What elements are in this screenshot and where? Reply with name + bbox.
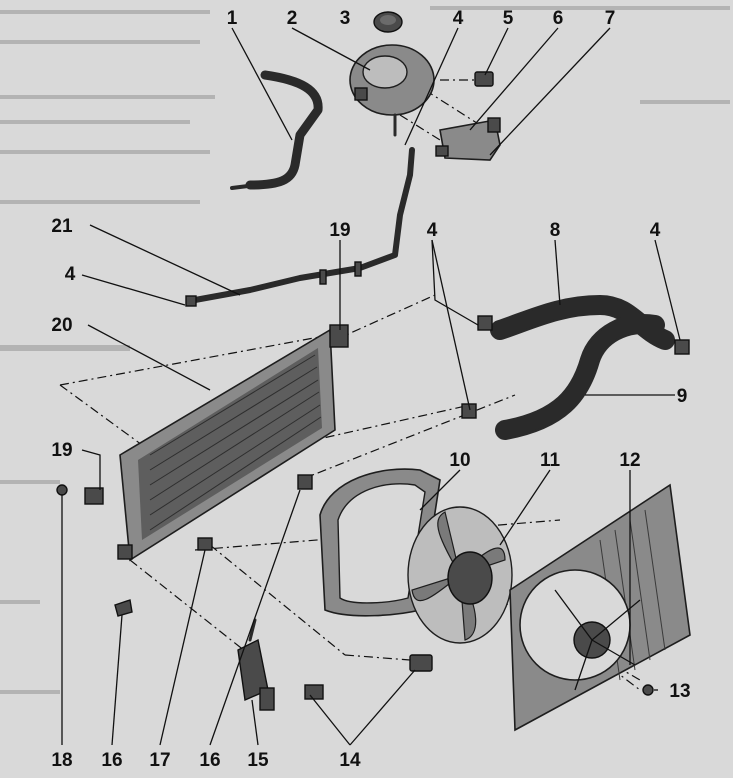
callout-15: 15: [247, 750, 269, 771]
leader-lines: [61, 27, 681, 746]
callout-labels: 1 2 3 4 5 6 7 19 21 4 4 8 4 20 9 19 10 1…: [51, 8, 690, 771]
callout-21: 21: [51, 216, 73, 237]
callout-17: 17: [149, 750, 170, 771]
callout-4-middle: 4: [427, 220, 438, 241]
level-sensor-5: [474, 71, 494, 87]
bracket-6-7: [435, 117, 501, 161]
callout-9: 9: [677, 386, 688, 407]
callout-14: 14: [339, 750, 361, 771]
radiator-20: [84, 324, 349, 562]
callout-5: 5: [503, 8, 514, 29]
callout-16-right: 16: [199, 750, 220, 771]
connector-14: [409, 654, 433, 672]
callout-10: 10: [449, 450, 470, 471]
connector-15: [237, 618, 324, 711]
callout-2: 2: [287, 8, 298, 29]
callout-11: 11: [540, 450, 561, 471]
callout-6: 6: [553, 8, 564, 29]
nut-13: [642, 684, 654, 696]
upper-hose-1: [230, 70, 323, 190]
overflow-hose-21: [185, 147, 415, 307]
callout-12: 12: [619, 450, 640, 471]
callout-1: 1: [227, 8, 238, 29]
callout-4-left: 4: [65, 264, 76, 285]
background-page-text: [0, 6, 730, 694]
expansion-tank-2: [349, 44, 435, 137]
callout-8: 8: [550, 220, 561, 241]
callout-4-top: 4: [453, 8, 464, 29]
callout-13: 13: [669, 681, 690, 702]
callout-19-upper: 19: [329, 220, 350, 241]
callout-19-lower: 19: [51, 440, 72, 461]
callout-18: 18: [51, 750, 72, 771]
callout-3: 3: [340, 8, 351, 29]
fan-frame-12: [509, 483, 691, 732]
fan-11: [407, 506, 513, 644]
small-parts-16-17-18: [56, 484, 133, 617]
radiator-hose-9: [461, 314, 665, 440]
callout-4-right: 4: [650, 220, 661, 241]
callout-16-left: 16: [101, 750, 122, 771]
tank-cap-3: [373, 11, 403, 33]
callout-20: 20: [51, 315, 72, 336]
callout-7: 7: [605, 8, 616, 29]
